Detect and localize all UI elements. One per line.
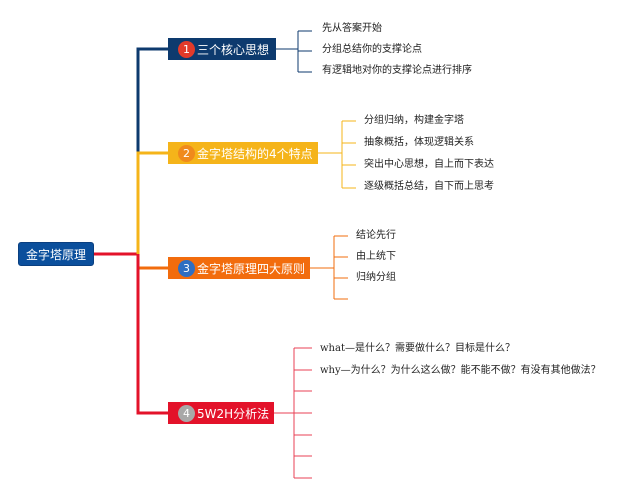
branch-3-leaf-1[interactable]: 结论先行 — [356, 230, 396, 241]
branch-3-label: 金字塔原理四大原则 — [197, 261, 306, 276]
branch-4-leaf-2[interactable]: why—为什么？为什么这么做？能不能不做？有没有其他做法？ — [320, 365, 601, 376]
branch-node-4[interactable]: 4 5W2H分析法 — [168, 402, 274, 424]
branch-4-leaf-1[interactable]: what—是什么？需要做什么？目标是什么？ — [320, 343, 515, 354]
branch-1-leaf-1[interactable]: 先从答案开始 — [322, 23, 382, 34]
branch-1-number: 1 — [178, 40, 195, 58]
branch-3-leaf-lines — [310, 235, 348, 300]
branch-node-3[interactable]: 3 金字塔原理四大原则 — [168, 257, 310, 279]
branch-1-leaf-3[interactable]: 有逻辑地对你的支撑论点进行排序 — [322, 65, 472, 76]
branch-4-number: 4 — [178, 404, 195, 422]
root-node[interactable]: 金字塔原理 — [18, 242, 94, 266]
branch-2-leaf-2[interactable]: 抽象概括，体现逻辑关系 — [364, 137, 474, 148]
branch-2-label: 金字塔结构的4个特点 — [197, 146, 313, 161]
branch-node-2[interactable]: 2 金字塔结构的4个特点 — [168, 142, 318, 164]
branch-2-leaf-1[interactable]: 分组归纳，构建金字塔 — [364, 115, 464, 126]
branch-2-leaf-4[interactable]: 逐级概括总结，自下而上思考 — [364, 181, 494, 192]
branch-2-leaf-3[interactable]: 突出中心思想，自上而下表达 — [364, 159, 494, 170]
branch-1-label: 三个核心思想 — [197, 42, 270, 57]
trunk-branch-3 — [136, 254, 168, 270]
branch-1-leaf-lines — [276, 30, 312, 73]
branch-4-leaf-lines — [274, 347, 312, 479]
branch-4-label: 5W2H分析法 — [197, 406, 270, 421]
branch-3-leaf-2[interactable]: 由上统下 — [356, 251, 396, 262]
branch-1-leaf-2[interactable]: 分组总结你的支撑论点 — [322, 44, 422, 55]
branch-node-1[interactable]: 1 三个核心思想 — [168, 38, 276, 60]
root-label: 金字塔原理 — [25, 247, 86, 262]
branch-2-number: 2 — [178, 144, 195, 162]
branch-2-leaf-lines — [318, 120, 356, 189]
trunk-branch-2 — [136, 151, 168, 254]
trunk-branch-4 — [136, 254, 168, 415]
branch-3-leaf-3[interactable]: 归纳分组 — [356, 272, 396, 283]
branch-3-number: 3 — [178, 259, 195, 277]
